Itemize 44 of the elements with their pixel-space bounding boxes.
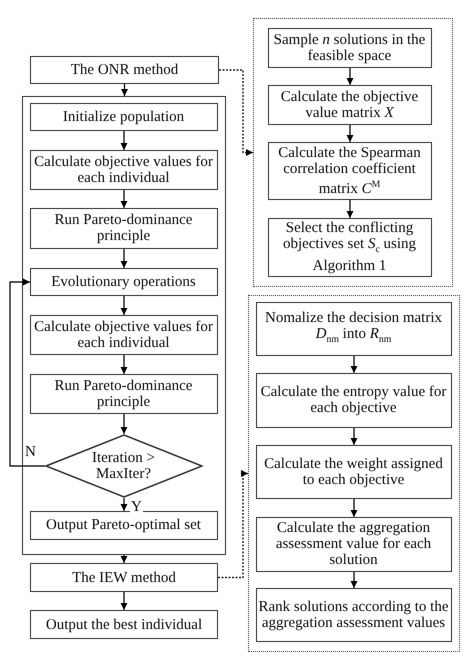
group-frame: [253, 18, 453, 287]
arrow: [120, 414, 128, 434]
group-frame: [248, 295, 460, 652]
arrow: [120, 355, 128, 374]
process-box: Output Pareto-optimal set: [30, 510, 218, 540]
process-box: Calculate the entropy value for each objective: [256, 372, 452, 428]
arrow: [346, 125, 354, 142]
process-box: Output the best individual: [30, 610, 218, 639]
process-box: Initialize population: [30, 102, 218, 130]
arrow: [350, 428, 358, 445]
process-box: Select the conflicting objectives set S$_{c}$ using Algorithm 1: [268, 218, 432, 276]
process-box: Calculate the weight assigned to each objective: [256, 444, 452, 498]
dotted-arrow: [219, 69, 253, 156]
arrow: [346, 200, 354, 218]
group-frame: [22, 96, 226, 555]
arrow: [120, 296, 128, 315]
process-box: Calculate objective values for each individual: [30, 314, 218, 354]
arrow: [121, 84, 128, 96]
process-box: The ONR method: [30, 56, 219, 84]
process-box: Calculate objective values for each individual: [30, 150, 218, 190]
edge-label: Y: [130, 500, 143, 515]
arrow: [120, 190, 128, 208]
process-box: Calculate the Spearman correlation coefficient matrix C$^{M}$: [268, 142, 432, 200]
process-box: Evolutionary operations: [30, 268, 218, 296]
process-box: Sample n solutions in the feasible space: [268, 28, 432, 68]
arrow: [350, 356, 358, 373]
process-box: Run Pareto-dominance principle: [30, 208, 218, 248]
process-box: Rank solutions according to the aggregation assessment values: [256, 588, 452, 642]
arrow: [120, 131, 128, 150]
arrow: [120, 592, 128, 610]
arrow: [120, 249, 128, 268]
process-box: Run Pareto-dominance principle: [30, 374, 218, 414]
arrow: [9, 278, 45, 467]
arrow: [350, 499, 358, 517]
process-box: Calculate the objective value matrix X: [268, 84, 432, 124]
arrow: [120, 555, 128, 563]
decision-text: Iteration > MaxIter?: [90, 450, 156, 482]
arrow: [346, 68, 354, 85]
process-box: Calculate the aggregation assessment value for each solution: [256, 516, 452, 572]
arrow: [120, 498, 128, 511]
arrow: [350, 572, 358, 588]
dotted-arrow: [218, 470, 248, 578]
process-box: The IEW method: [30, 563, 218, 592]
process-box: Nomalize the decision matrix D$_{nm}$ into R$_{nm}$: [256, 302, 452, 356]
